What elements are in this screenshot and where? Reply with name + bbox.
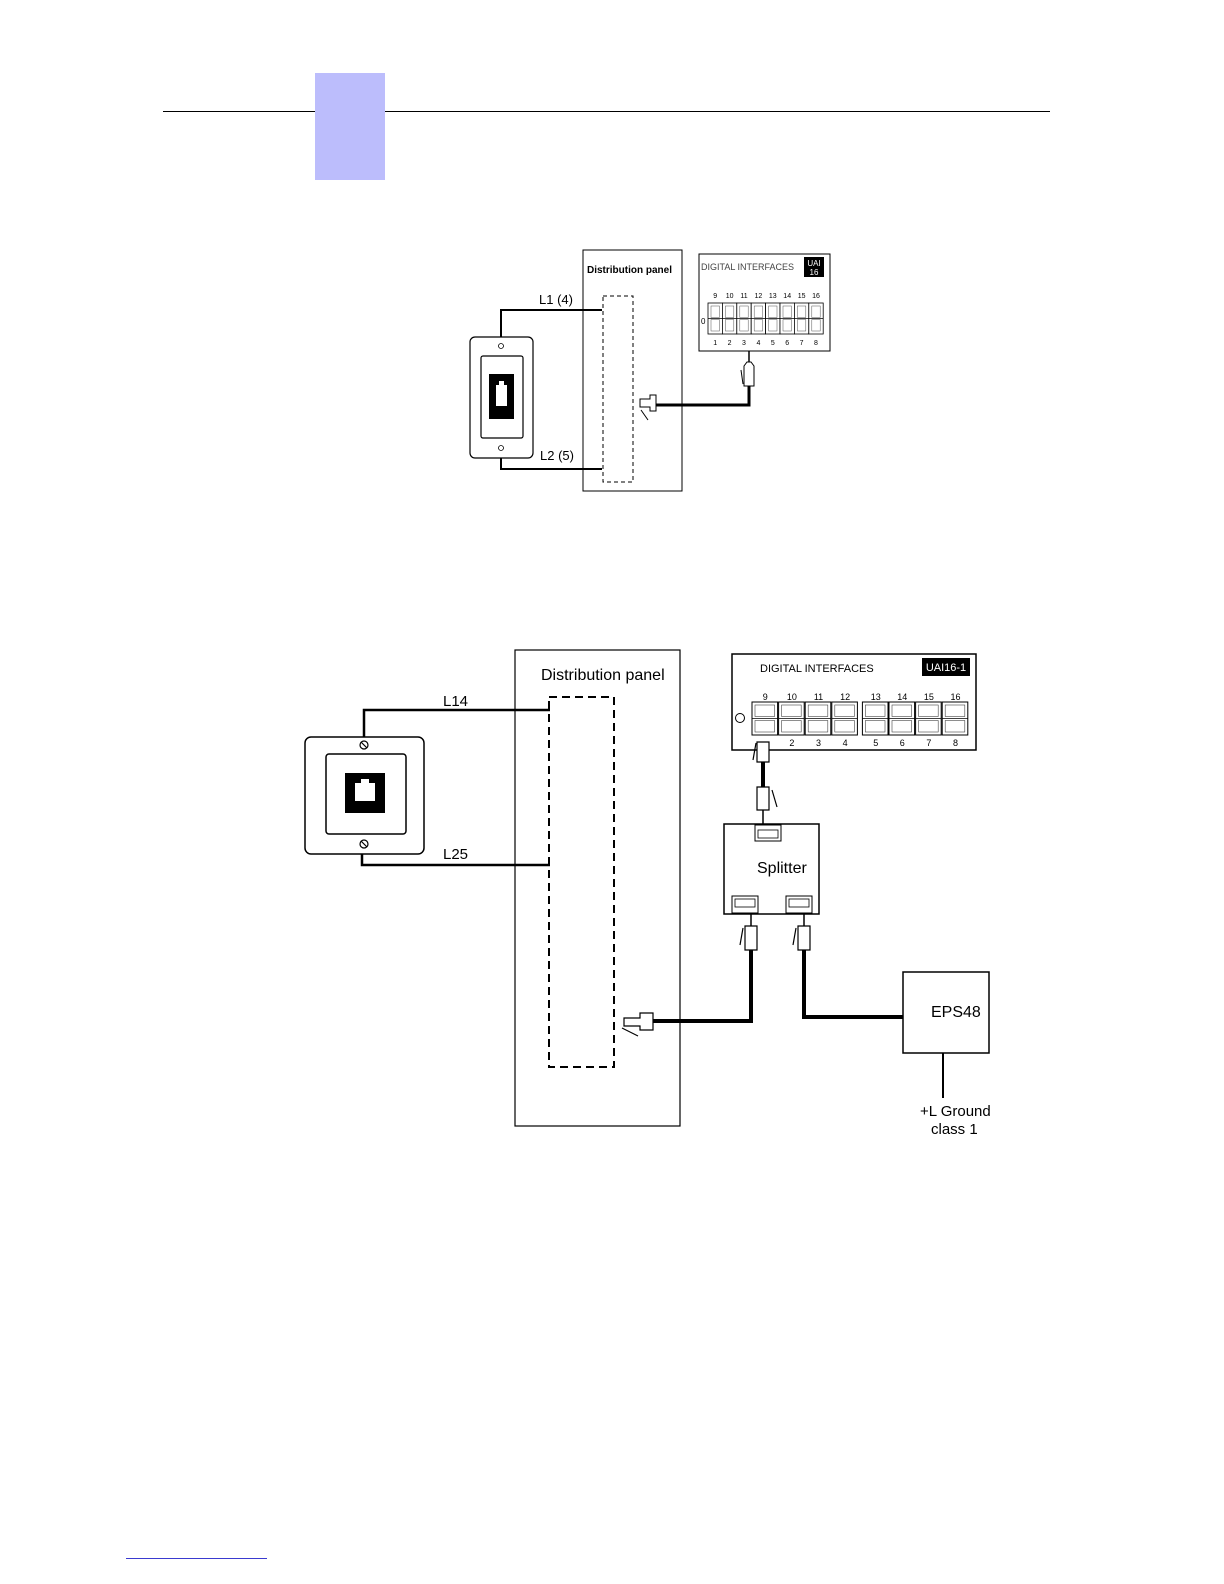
distribution-panel: Distribution panel xyxy=(583,250,682,491)
distribution-panel: Distribution panel xyxy=(515,650,680,1126)
port-number-bottom: 5 xyxy=(771,340,775,347)
badge-line1: UAI xyxy=(807,259,820,268)
wall-socket xyxy=(305,737,424,854)
port-socket xyxy=(942,702,968,735)
board-label: DIGITAL INTERFACES xyxy=(760,663,874,675)
port-number-bottom: 4 xyxy=(756,340,760,347)
port-number-bottom: 4 xyxy=(843,738,848,748)
screw-icon xyxy=(360,840,368,848)
port-socket xyxy=(832,702,858,735)
port-number-bottom: 1 xyxy=(713,340,717,347)
patch-cable xyxy=(753,742,777,824)
port-socket xyxy=(752,702,778,735)
led-indicator xyxy=(736,714,745,723)
port-socket xyxy=(916,702,942,735)
port-number-top: 15 xyxy=(798,293,806,300)
panel-label: Distribution panel xyxy=(541,667,665,684)
port-number-top: 16 xyxy=(812,293,820,300)
port-socket xyxy=(862,702,888,735)
badge-line2: 16 xyxy=(810,268,819,277)
port-socket xyxy=(779,702,805,735)
screw-icon xyxy=(360,741,368,749)
eps-label: EPS48 xyxy=(931,1004,981,1021)
digital-interfaces-board: DIGITAL INTERFACES UAI16-1 9 10 11 12 13 14 15… xyxy=(732,654,976,750)
port-socket xyxy=(889,702,915,735)
port-number-top: 15 xyxy=(924,692,934,702)
port-number-top: 16 xyxy=(950,692,960,702)
eps48-power-supply: EPS48 xyxy=(903,972,989,1098)
port-number-top: 13 xyxy=(871,692,881,702)
port-number-top: 12 xyxy=(755,293,763,300)
port-number-top: 11 xyxy=(740,293,747,300)
rj45-plug-icon xyxy=(624,1013,653,1030)
port-number-top: 13 xyxy=(769,293,777,300)
panel-label: Distribution panel xyxy=(587,265,672,276)
port-number-bottom: 8 xyxy=(814,340,818,347)
wall-socket xyxy=(470,337,533,458)
port-number-bottom: 7 xyxy=(800,340,804,347)
port-number-top: 14 xyxy=(783,293,791,300)
splitter-box: Splitter xyxy=(724,824,819,914)
board-badge-text: UAI16-1 xyxy=(926,662,966,674)
ground-label-line1: +L Ground xyxy=(920,1103,991,1120)
port-number-bottom: 6 xyxy=(900,738,905,748)
line-label-top: L14 xyxy=(443,693,468,710)
port-number-top: 11 xyxy=(814,692,823,702)
port-number-bottom: 7 xyxy=(926,738,931,748)
port-number-bottom: 5 xyxy=(873,738,878,748)
footer-link-underline xyxy=(126,1558,267,1559)
diagram-small: L1 (4) L2 (5) Distribution panel DIGITAL… xyxy=(470,250,830,491)
rj45-plug-icon xyxy=(793,914,810,950)
rj45-plug-icon xyxy=(740,914,757,950)
line-label-top: L1 (4) xyxy=(539,292,573,307)
port-number-bottom: 6 xyxy=(785,340,789,347)
ground-label-line2: class 1 xyxy=(931,1121,978,1138)
line-label-bottom: L25 xyxy=(443,846,468,863)
port-number-bottom: 8 xyxy=(953,738,958,748)
port-number-top: 12 xyxy=(840,692,850,702)
line-label-bottom: L2 (5) xyxy=(540,448,574,463)
port-number-top: 10 xyxy=(726,293,734,300)
rj45-plug-icon xyxy=(744,362,754,386)
board-label: DIGITAL INTERFACES xyxy=(701,262,794,272)
port-socket xyxy=(805,702,831,735)
port-number-top: 14 xyxy=(897,692,907,702)
port-number-bottom: 2 xyxy=(789,738,794,748)
port-number-top: 10 xyxy=(787,692,797,702)
port-number-top: 9 xyxy=(713,293,717,300)
port-number-bottom: 2 xyxy=(728,340,732,347)
rj45-plug-icon xyxy=(640,395,656,411)
splitter-label: Splitter xyxy=(757,860,807,877)
left-marker: 0 xyxy=(701,317,706,326)
port-number-bottom: 3 xyxy=(816,738,821,748)
port-number-bottom: 3 xyxy=(742,340,746,347)
diagram-large: L14 L25 Distribution panel DIGITAL INTER… xyxy=(305,650,991,1138)
port-number-top: 9 xyxy=(763,692,768,702)
